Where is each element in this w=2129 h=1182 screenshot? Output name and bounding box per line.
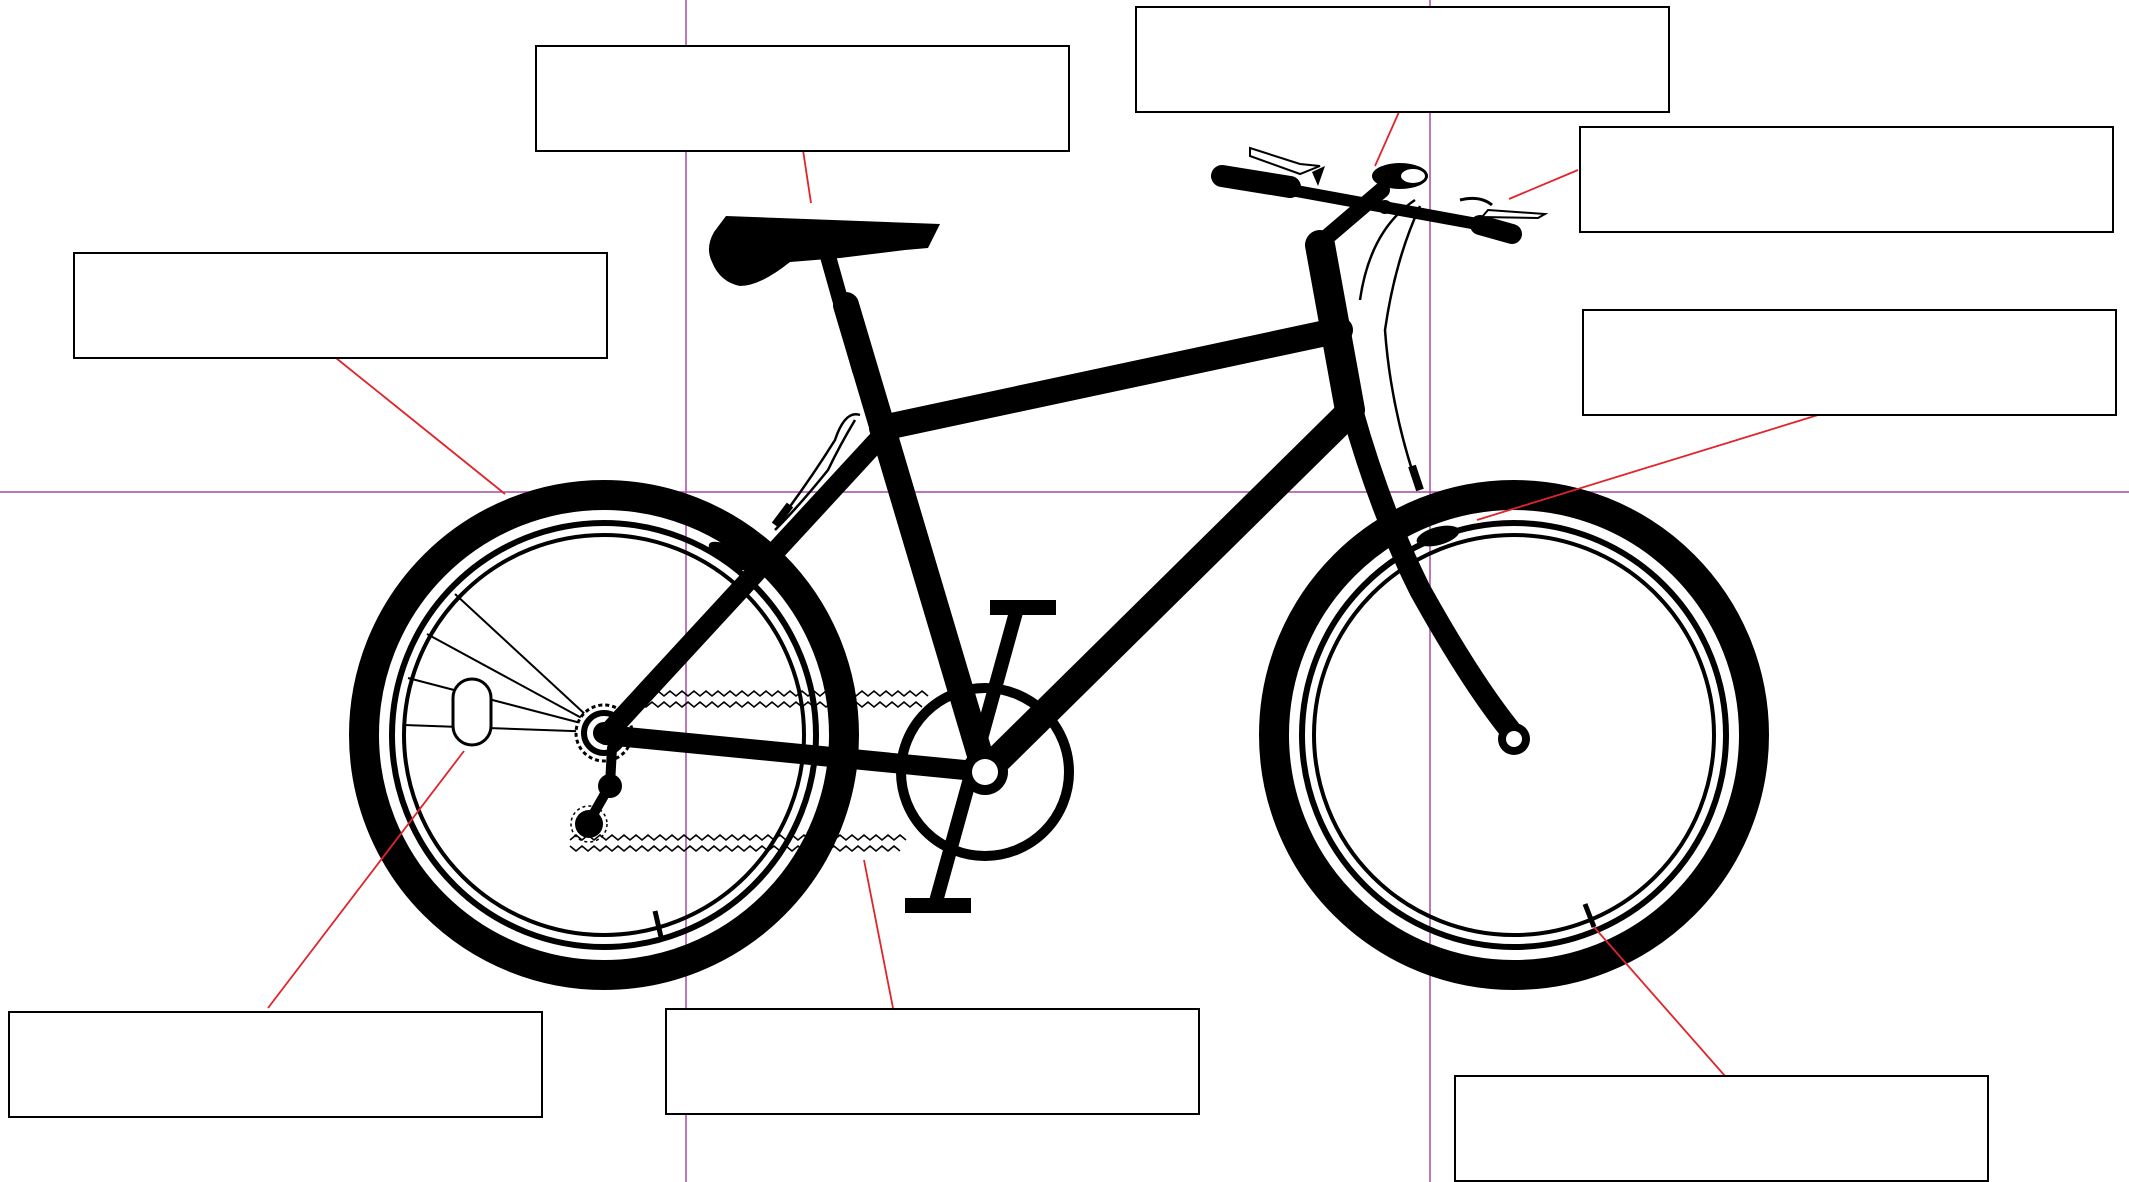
reflector-icon [453, 679, 491, 745]
top-pedal [990, 600, 1056, 615]
down-tube [985, 412, 1350, 772]
label-box-reflector[interactable] [9, 1012, 542, 1117]
leader-chain [864, 860, 893, 1008]
leader-rear-tire [336, 358, 505, 494]
label-box-handlebar-grip[interactable] [1136, 7, 1669, 112]
right-grip [1480, 225, 1512, 234]
leader-bell [1375, 112, 1399, 166]
label-box-rear-tire[interactable] [74, 253, 607, 358]
chain-stay [606, 735, 985, 772]
label-boxes [9, 7, 2116, 1181]
rear-spokes [404, 594, 600, 732]
rear-valve [655, 911, 661, 937]
leader-front-fork [1477, 415, 1818, 520]
left-brake-lever [1250, 148, 1320, 174]
label-box-chain[interactable] [666, 1009, 1199, 1114]
label-box-brake-lever[interactable] [1580, 127, 2113, 232]
label-box-front-fork[interactable] [1583, 310, 2116, 415]
right-brake-lever [1482, 210, 1545, 218]
left-grip [1222, 176, 1290, 187]
head-tube [1320, 245, 1350, 410]
saddle-icon [709, 216, 940, 286]
leader-saddle [803, 150, 811, 203]
handlebar [1222, 148, 1545, 243]
leader-valve [1594, 927, 1725, 1076]
label-box-valve[interactable] [1455, 1076, 1988, 1181]
front-fork [1352, 410, 1530, 755]
top-tube [882, 330, 1340, 428]
label-box-saddle[interactable] [536, 46, 1069, 151]
bottom-pedal [905, 898, 971, 913]
leader-brake-lever [1509, 170, 1578, 199]
